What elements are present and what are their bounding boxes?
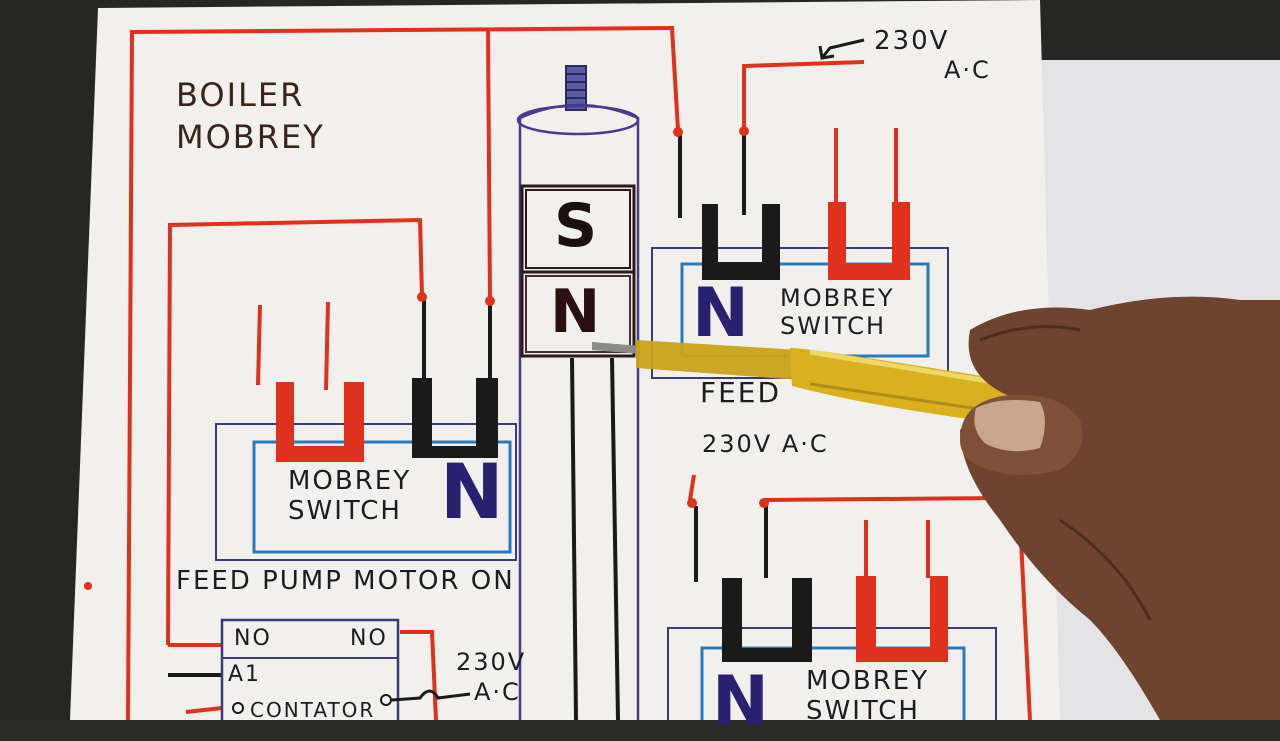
- red-wire-frame: [126, 25, 1032, 721]
- junction-dots: [84, 126, 769, 590]
- contactor-terminal: A1: [228, 662, 262, 687]
- contactor-label: CONTATOR: [250, 698, 376, 722]
- switch-bottom-right-graphic: [667, 576, 997, 730]
- magnet-north-label: N: [550, 277, 601, 347]
- diagram-title-line2: MOBREY: [176, 118, 325, 156]
- switch-top-right-label-1: MOBREY: [780, 284, 895, 312]
- contactor-no-right: NO: [350, 626, 388, 651]
- switch-left-label-1: MOBREY: [288, 466, 412, 496]
- switch-left-letter: N: [440, 447, 504, 536]
- paper-sheet: [70, 0, 1060, 720]
- diagram-drawing: [70, 0, 1280, 732]
- switch-bottom-right-letter: N: [712, 662, 769, 741]
- switch-left-label-2: SWITCH: [288, 496, 402, 526]
- supply-arrow: [818, 38, 865, 60]
- supply-middle-label: 230V A·C: [702, 430, 829, 458]
- contactor-no-left: NO: [234, 626, 272, 651]
- switch-top-right-caption: FEED: [700, 376, 782, 409]
- float-chamber: [516, 65, 640, 720]
- black-wires: [168, 135, 768, 721]
- magnet-south-label: S: [554, 191, 598, 261]
- hand: [960, 296, 1280, 720]
- switch-bottom-right-label-1: MOBREY: [806, 666, 930, 696]
- supply-top-voltage: 230V: [874, 26, 950, 56]
- supply-contactor-type: A·C: [474, 678, 521, 706]
- diagram-title-line1: BOILER: [176, 76, 305, 114]
- supply-top-type: A·C: [944, 56, 991, 84]
- switch-top-right-letter: N: [692, 274, 749, 353]
- diagram-scene: BOILER MOBREY S N N MOBREY SWITCH FEED N…: [70, 0, 1280, 736]
- switch-left-graphic: [215, 378, 517, 561]
- supply-contactor-voltage: 230V: [456, 648, 527, 676]
- switch-left-caption: FEED PUMP MOTOR ON: [176, 566, 515, 596]
- switch-bottom-right-label-2: SWITCH: [806, 696, 920, 726]
- switch-top-right-label-2: SWITCH: [780, 312, 887, 340]
